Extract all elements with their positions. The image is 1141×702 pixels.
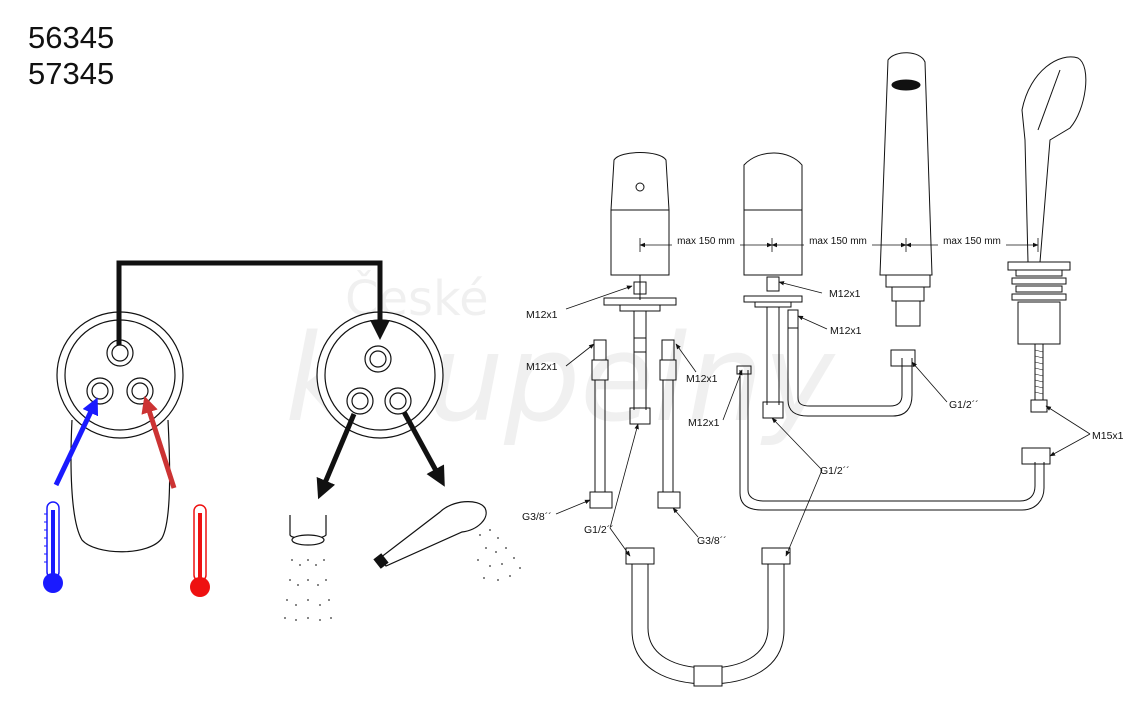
u-connector-hose: [625, 547, 791, 687]
label-m12-mid-left: M12x1: [526, 361, 558, 373]
label-g38-left: G3/8´´: [522, 511, 552, 523]
label-m12-top-left: M12x1: [526, 309, 558, 321]
diverter-right-schematic: [316, 311, 444, 439]
label-g12-right-hose: G1/2´´: [949, 399, 979, 411]
dimension-label-3: max 150 mm: [943, 236, 1001, 247]
hot-inlet-arrow: [141, 395, 177, 489]
label-m15: M15x1: [1092, 430, 1124, 442]
handshower-outlet-icon: [373, 501, 521, 581]
diverter-handle-component: [736, 152, 1051, 511]
mixer-left-schematic: [56, 311, 184, 553]
spout-component: [879, 52, 933, 327]
label-m12-top-right: M12x1: [829, 288, 861, 300]
label-m12-lower: M12x1: [688, 417, 720, 429]
dimension-label-2: max 150 mm: [809, 236, 867, 247]
cold-thermometer-icon: [43, 501, 63, 593]
dimension-label-1: max 150 mm: [677, 236, 735, 247]
supply-hose-right: [657, 339, 681, 509]
product-codes: 56345 57345: [28, 20, 114, 92]
outlet-spout-arrow: [316, 413, 357, 500]
handshower-component: [1007, 56, 1087, 413]
label-m12-mid-right: M12x1: [686, 373, 718, 385]
product-code-1: 56345: [28, 20, 115, 55]
product-code-2: 57345: [28, 56, 115, 91]
label-g12-left: G1/2´´: [584, 524, 614, 536]
label-m12-right-2: M12x1: [830, 325, 862, 337]
outlet-handshower-arrow: [401, 410, 445, 487]
spout-outlet-icon: [284, 515, 332, 621]
cold-inlet-arrow: [53, 397, 99, 487]
label-g12-center: G1/2´´: [820, 465, 850, 477]
thread-labels: M12x1 M12x1 M12x1 M12x1 M12x1 M12x1 G1/2…: [522, 288, 1124, 547]
label-leaders: [555, 281, 1091, 557]
hot-thermometer-icon: [190, 504, 210, 597]
supply-hose-left: [589, 339, 613, 509]
label-g38-right: G3/8´´: [697, 535, 727, 547]
dimension-labels: max 150 mm max 150 mm max 150 mm: [672, 234, 1006, 247]
connection-arrow: [116, 260, 390, 345]
